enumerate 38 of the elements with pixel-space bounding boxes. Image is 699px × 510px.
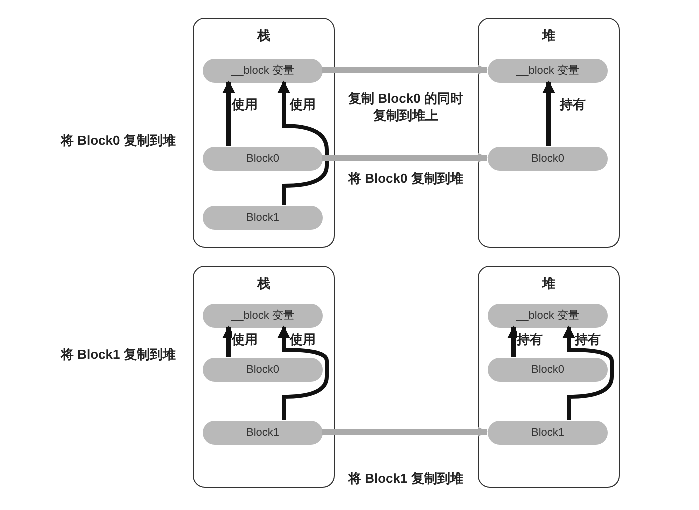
arrow	[562, 326, 614, 420]
arrow	[278, 326, 329, 420]
panel-title: 堆	[541, 27, 556, 45]
edge-label: 使用	[290, 331, 316, 348]
memory-panel	[193, 18, 335, 248]
panel-title: 栈	[256, 27, 272, 45]
edge-label: 持有	[575, 331, 601, 348]
edge-label: 使用	[290, 96, 316, 113]
block-pill: Block0	[203, 147, 323, 171]
block-pill: Block0	[488, 147, 608, 171]
edge-label: 将 Block0 复制到堆	[348, 170, 464, 187]
memory-panel	[478, 266, 620, 488]
block-pill: Block0	[488, 358, 608, 382]
edge-label: 将 Block1 复制到堆	[348, 470, 464, 487]
panel-title: 栈	[256, 275, 272, 293]
arrow	[278, 80, 329, 205]
block-pill: Block1	[488, 421, 608, 445]
panel-title: 堆	[541, 275, 556, 293]
block-pill: Block1	[203, 206, 323, 230]
block-pill: __block 变量	[203, 59, 323, 83]
arrow	[322, 153, 488, 163]
arrow	[322, 65, 488, 75]
block-pill: __block 变量	[488, 304, 608, 328]
edge-label: 使用	[232, 331, 258, 348]
row-label: 将 Block0 复制到堆	[61, 132, 176, 150]
edge-label: 使用	[232, 96, 258, 113]
block-pill: __block 变量	[488, 59, 608, 83]
arrow	[222, 80, 236, 146]
arrow	[322, 427, 488, 437]
row-label: 将 Block1 复制到堆	[61, 346, 176, 364]
block-pill: Block1	[203, 421, 323, 445]
edge-label: 持有	[517, 331, 543, 348]
memory-panel	[193, 266, 335, 488]
memory-panel	[478, 18, 620, 248]
arrow	[542, 80, 556, 146]
block-pill: Block0	[203, 358, 323, 382]
edge-label: 持有	[560, 96, 586, 113]
block-pill: __block 变量	[203, 304, 323, 328]
